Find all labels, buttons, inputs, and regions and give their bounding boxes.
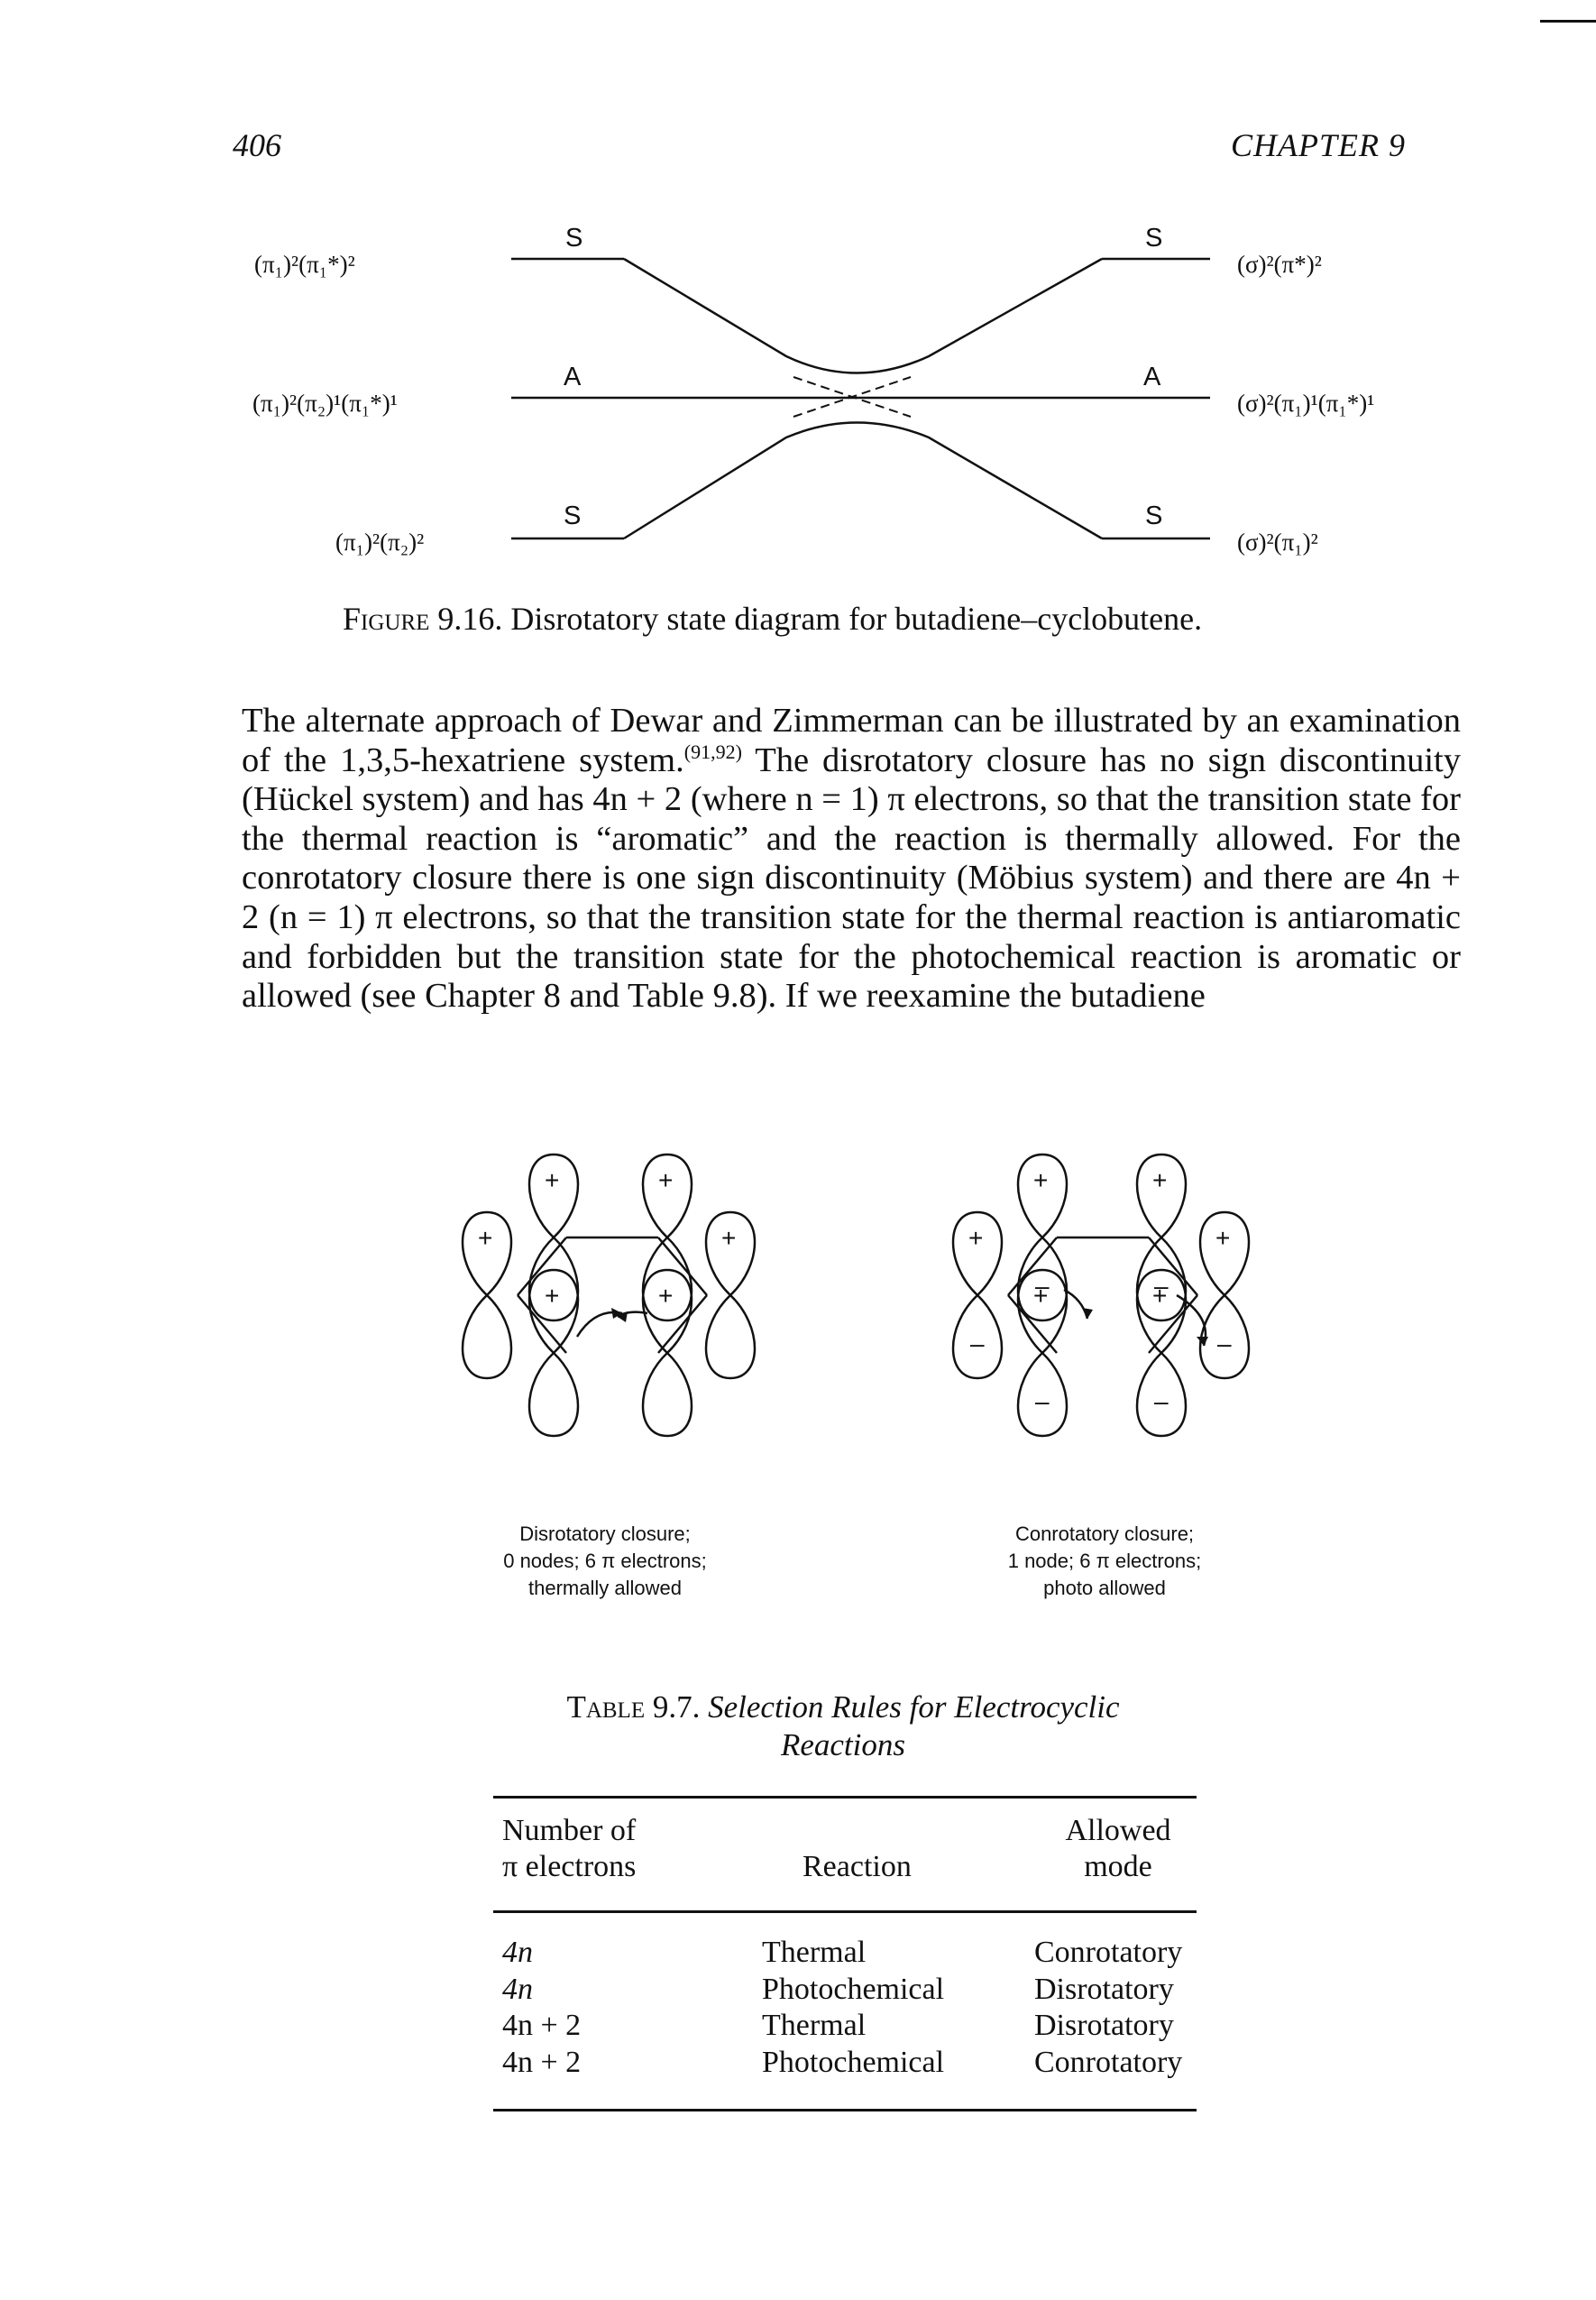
- caption-line: Disrotatory closure;: [519, 1523, 691, 1545]
- caption-line: thermally allowed: [528, 1577, 682, 1599]
- correlation-lines: [511, 257, 1210, 540]
- minus-sign: –: [1217, 1329, 1232, 1357]
- table-cell-mode: Disrotatory: [1034, 2009, 1174, 2042]
- plus-sign: +: [658, 1166, 674, 1194]
- plus-sign: +: [545, 1166, 560, 1194]
- table-title: Table 9.7. Selection Rules for Electrocy…: [460, 1688, 1226, 1764]
- column-header-pi-electrons: Number of π electrons: [502, 1813, 636, 1885]
- table-cell-electrons: 4n: [502, 1936, 533, 1969]
- symmetry-label: A: [564, 363, 582, 391]
- table-cell-mode: Disrotatory: [1034, 1973, 1174, 2006]
- conrotatory-orbital-diagram: [951, 1153, 1251, 1438]
- caption-line: photo allowed: [1043, 1577, 1166, 1599]
- plus-sign: +: [968, 1224, 984, 1252]
- caption-line: Conrotatory closure;: [1014, 1523, 1195, 1545]
- table-cell-reaction: Thermal: [762, 1936, 867, 1969]
- corner-rule: [1540, 20, 1596, 23]
- paragraph-text: The disrotatory closure has no sign disc…: [242, 741, 1461, 1016]
- table-cell-mode: Conrotatory: [1034, 1936, 1183, 1969]
- header-line: Number of: [502, 1814, 637, 1847]
- plus-sign: +: [1152, 1282, 1168, 1310]
- figure-caption-text: Disrotatory state diagram for butadiene–…: [510, 601, 1203, 637]
- plus-sign: +: [478, 1224, 493, 1252]
- left-state-label: (π₁)²(π₁*)²: [254, 251, 355, 278]
- minus-sign: –: [1154, 1272, 1169, 1300]
- caption-line: 1 node; 6 π electrons;: [1007, 1550, 1202, 1572]
- column-header-allowed-mode: Allowed mode: [1046, 1813, 1190, 1885]
- table-number: 9.7.: [652, 1689, 701, 1725]
- table-label: Table: [566, 1689, 646, 1725]
- table-cell-electrons: 4n + 2: [502, 2009, 582, 2042]
- header-line: mode: [1084, 1850, 1152, 1883]
- minus-sign: –: [1154, 1387, 1169, 1415]
- caption-line: 0 nodes; 6 π electrons;: [503, 1550, 707, 1572]
- right-state-label: (σ)²(π₁)¹(π₁*)¹: [1237, 390, 1375, 417]
- plus-sign: +: [1152, 1166, 1168, 1194]
- column-header-reaction: Reaction: [803, 1850, 912, 1883]
- plus-sign: +: [1033, 1282, 1049, 1310]
- minus-sign: –: [1035, 1387, 1050, 1415]
- chapter-heading: CHAPTER 9: [1231, 127, 1406, 163]
- minus-sign: –: [970, 1329, 985, 1357]
- plus-sign: +: [658, 1282, 674, 1310]
- header-line: π electrons: [502, 1850, 637, 1883]
- table-bottom-rule: [493, 2109, 1197, 2111]
- page-number: 406: [233, 127, 281, 163]
- plus-sign: +: [1215, 1224, 1231, 1252]
- orbital-diagrams: [461, 1153, 1251, 1438]
- symmetry-label: S: [1145, 501, 1163, 530]
- table-title-line: Reactions: [780, 1727, 906, 1762]
- right-state-label: (σ)²(π₁)²: [1237, 529, 1318, 556]
- plus-sign: +: [721, 1224, 737, 1252]
- body-paragraph: The alternate approach of Dewar and Zimm…: [242, 702, 1461, 1017]
- left-state-label: (π₁)²(π₂)²: [335, 529, 425, 556]
- paragraph-text: The alternate approach of Dewar and Zimm…: [242, 702, 1461, 779]
- table-cell-electrons: 4n + 2: [502, 2046, 582, 2079]
- symmetry-label: S: [565, 224, 583, 253]
- symmetry-label: S: [564, 501, 582, 530]
- left-state-label: (π₁)²(π₂)¹(π₁*)¹: [252, 390, 398, 417]
- minus-sign: –: [1035, 1272, 1050, 1300]
- table-cell-reaction: Thermal: [762, 2009, 867, 2042]
- table-cell-reaction: Photochemical: [762, 1973, 945, 2006]
- table-cell-electrons: 4n: [502, 1973, 533, 2006]
- figure-number: 9.16.: [437, 601, 503, 637]
- table-title-line: Table 9.7. Selection Rules for Electrocy…: [460, 1688, 1226, 1726]
- right-state-label: (σ)²(π*)²: [1237, 251, 1322, 278]
- symmetry-label: A: [1143, 363, 1161, 391]
- header-line: Allowed: [1065, 1814, 1171, 1847]
- conrotatory-caption: Conrotatory closure; 1 node; 6 π electro…: [915, 1521, 1294, 1602]
- table-cell-reaction: Photochemical: [762, 2046, 945, 2079]
- plus-sign: +: [1033, 1166, 1049, 1194]
- table-title-text: Selection Rules for Electrocyclic: [708, 1689, 1120, 1725]
- table-header-rule: [493, 1910, 1197, 1913]
- symmetry-label: S: [1145, 224, 1163, 253]
- table-top-rule: [493, 1796, 1197, 1799]
- disrotatory-orbital-diagram: [461, 1153, 757, 1438]
- citation-reference: (91,92): [683, 740, 742, 763]
- disrotatory-caption: Disrotatory closure; 0 nodes; 6 π electr…: [416, 1521, 794, 1602]
- figure-label: Figure: [343, 601, 430, 637]
- plus-sign: +: [545, 1282, 560, 1310]
- figure-caption: Figure 9.16. Disrotatory state diagram f…: [343, 600, 1202, 638]
- table-cell-mode: Conrotatory: [1034, 2046, 1183, 2079]
